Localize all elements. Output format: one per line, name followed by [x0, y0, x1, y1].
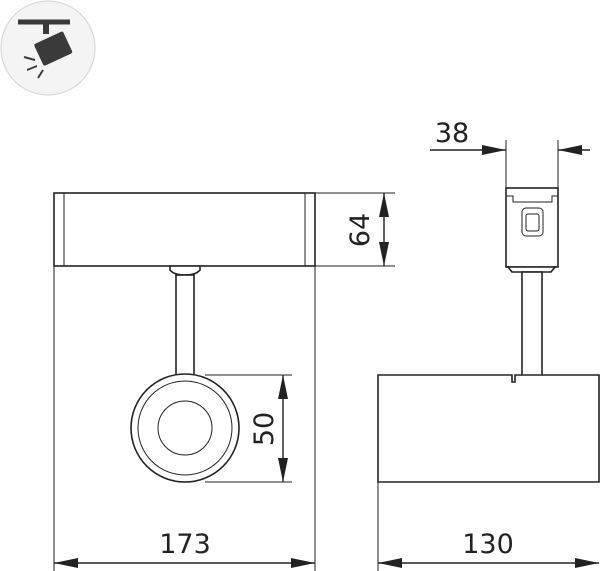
front-track-body	[53, 192, 316, 267]
dimension-adapter-width: 38	[430, 118, 590, 188]
side-view	[377, 187, 600, 483]
side-adapter	[505, 187, 559, 268]
dimension-label-50: 50	[249, 412, 280, 446]
dimension-label-130: 130	[462, 529, 514, 560]
dimension-label-38: 38	[435, 118, 469, 149]
dimension-body-height: 64	[315, 192, 395, 267]
front-view	[53, 192, 316, 483]
dimension-head-diameter: 50	[205, 374, 292, 483]
dimension-label-173: 173	[159, 529, 211, 560]
track-spotlight-icon	[0, 0, 96, 96]
dimension-side-depth: 130	[377, 482, 599, 571]
dimension-front-width: 173	[53, 266, 316, 571]
side-stem	[521, 271, 543, 381]
front-stem	[175, 274, 195, 376]
front-light-head	[130, 373, 240, 483]
dimension-label-64: 64	[345, 213, 376, 247]
side-body	[377, 374, 600, 483]
